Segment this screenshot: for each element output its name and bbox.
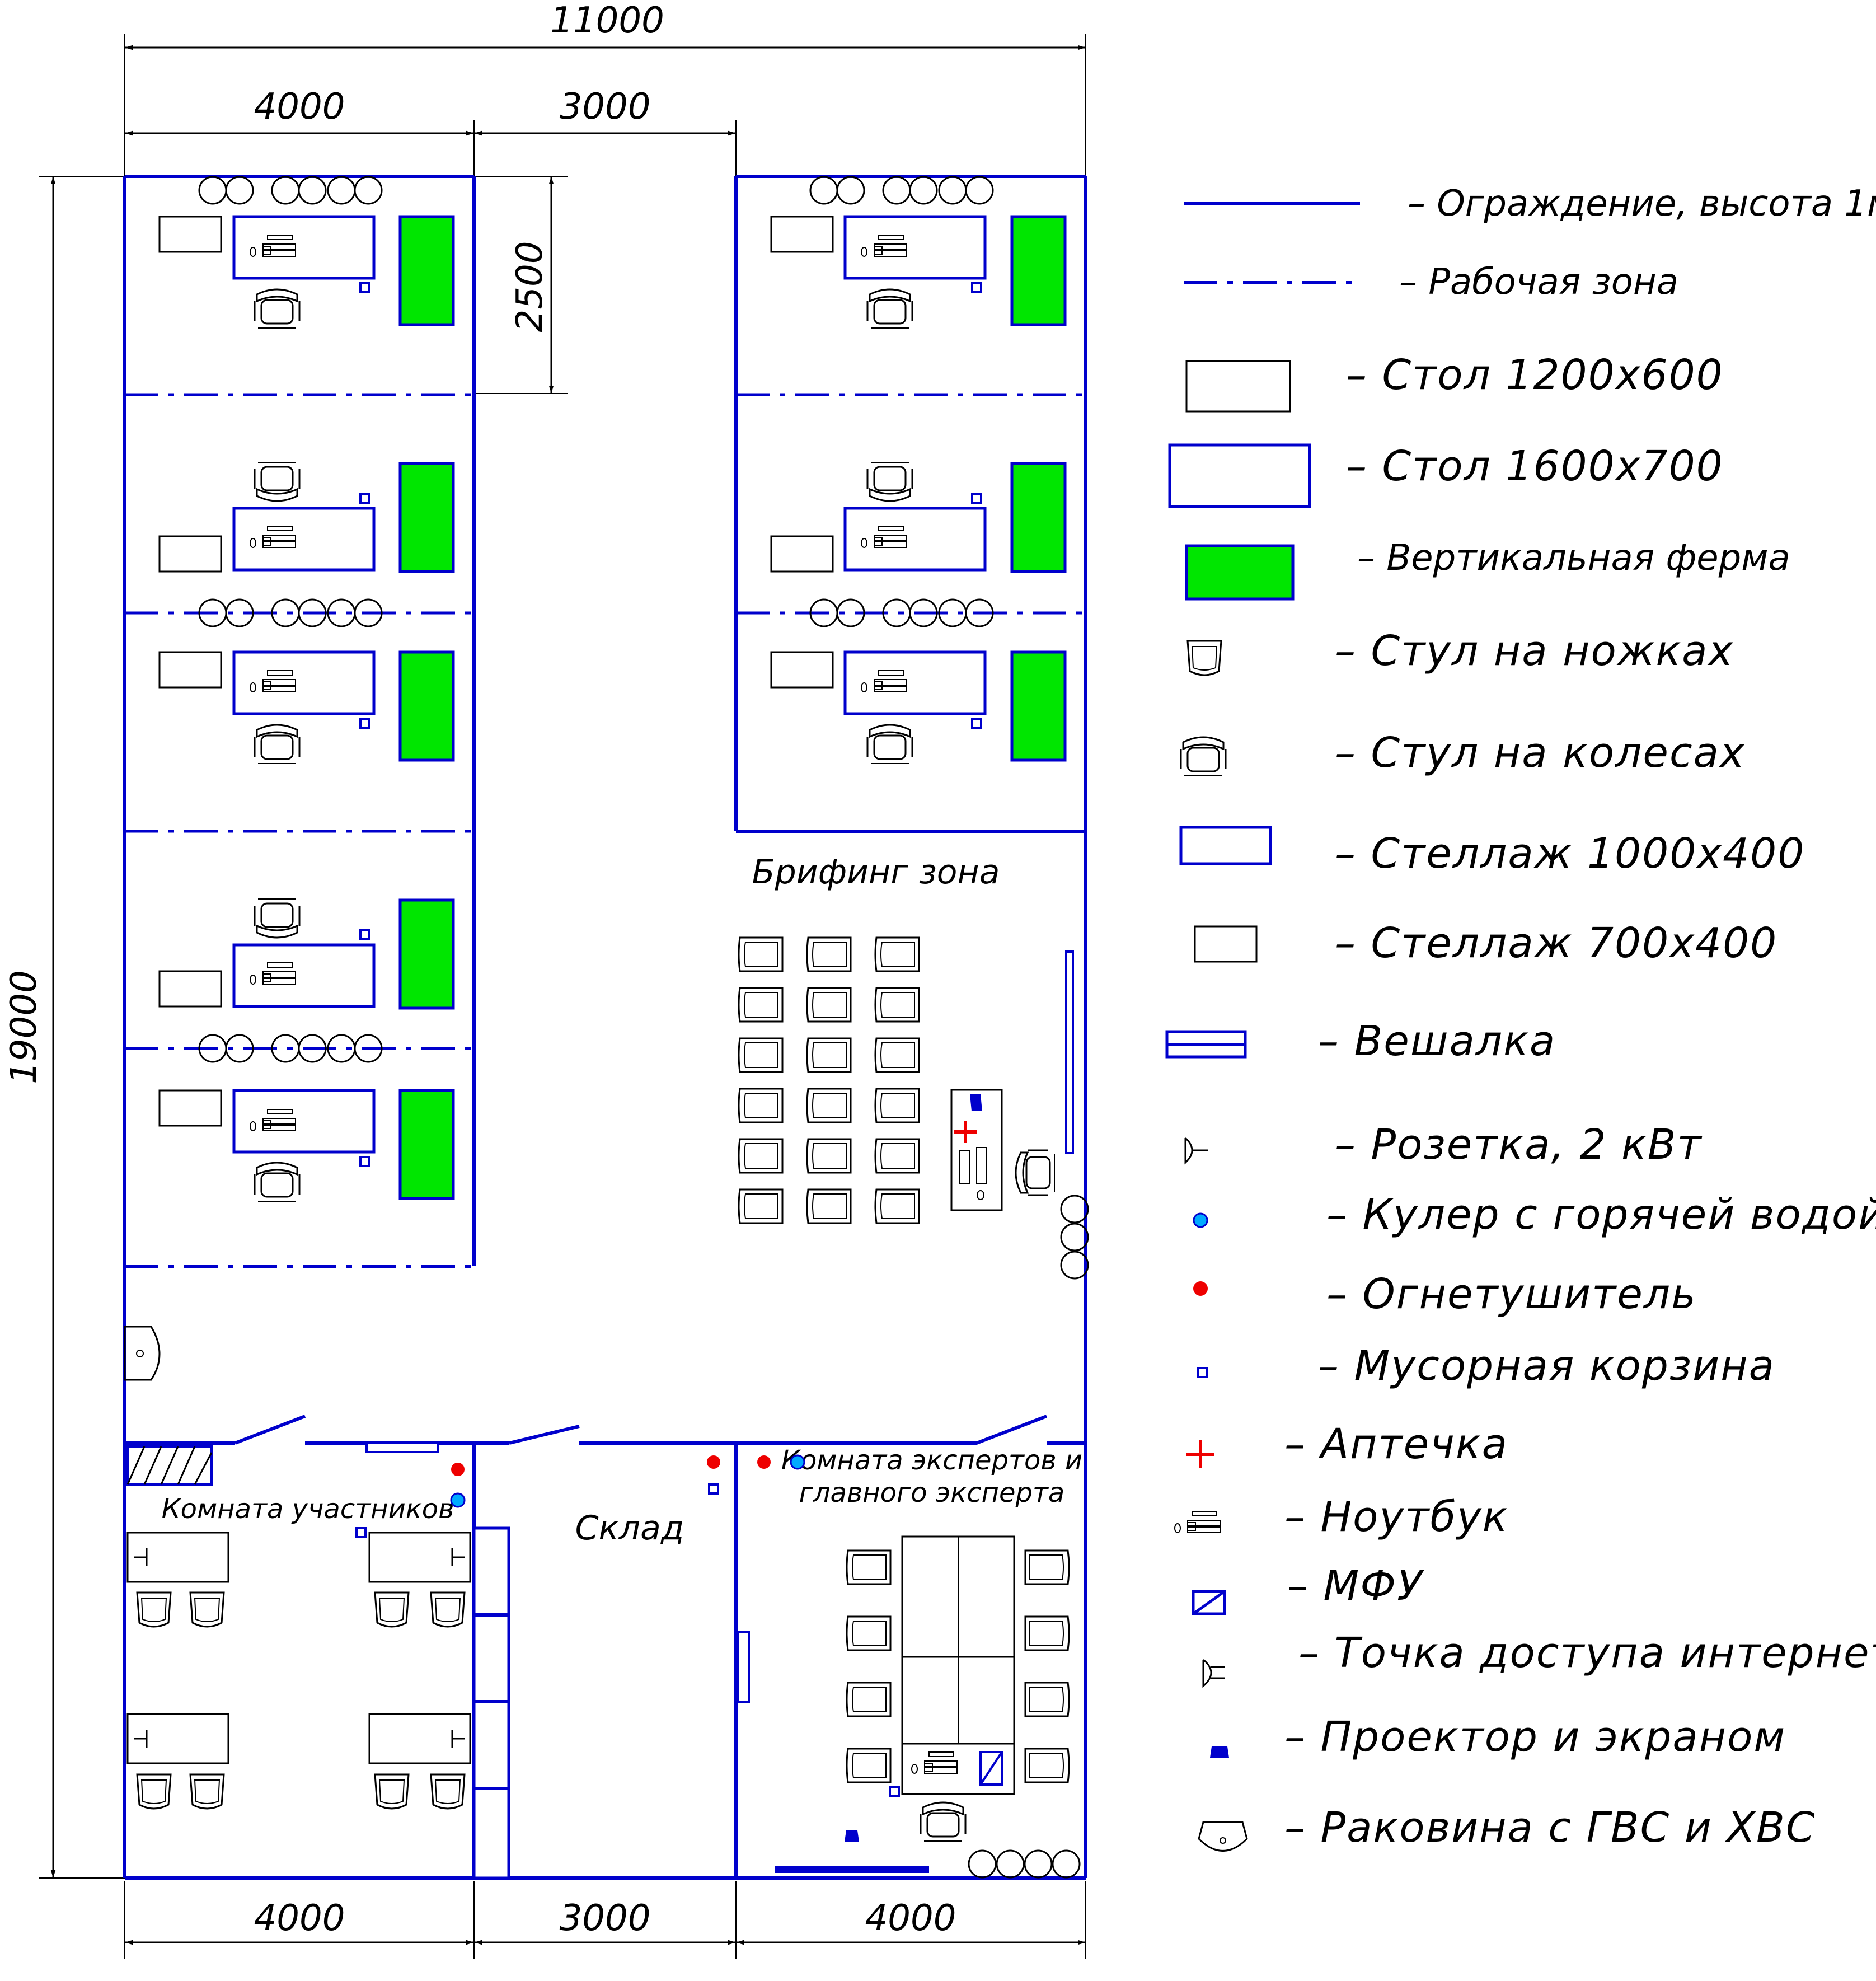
dim-total-height: 19000 (3, 970, 45, 1084)
briefing-chair (874, 1088, 920, 1123)
legend-label-farm: – Вертикальная ферма (1357, 537, 1790, 579)
expert-chair (846, 1682, 892, 1717)
briefing-chair (806, 1037, 852, 1073)
hanger-icon (1165, 1030, 1247, 1059)
table-1600-icon (1168, 443, 1311, 508)
room-label-storage: Склад (575, 1509, 684, 1548)
dim-bottom-left: 4000 (254, 1898, 345, 1939)
legend-label-projector: – Проектор и экраном (1284, 1713, 1786, 1761)
briefing-chair (738, 987, 784, 1023)
briefing-chair (738, 1188, 784, 1224)
expert-chair (1024, 1682, 1070, 1717)
socket-icon (1184, 1137, 1208, 1165)
right-workstations (770, 176, 1067, 765)
briefing-equipment (950, 950, 1089, 1280)
expert-chair (1024, 1549, 1070, 1585)
left-workstations (158, 176, 455, 1202)
briefing-chair (738, 936, 784, 972)
briefing-chair (806, 987, 852, 1023)
briefing-chair (874, 936, 920, 972)
dim-corridor: 3000 (560, 86, 651, 128)
participants-room (126, 1442, 510, 1880)
briefing-chairs (738, 936, 920, 1224)
sink (124, 1326, 161, 1381)
dim-bottom-right: 4000 (865, 1898, 956, 1939)
legend-label-rack-1000: – Стеллаж 1000х400 (1335, 830, 1805, 878)
briefing-chair (806, 936, 852, 972)
storage-items (707, 1455, 750, 1703)
legend-label-chair-wheels: – Стул на колесах (1335, 729, 1746, 777)
chair-legs-icon (1186, 640, 1222, 676)
expert-chair (1024, 1748, 1070, 1783)
legend: – Ограждение, высота 1м – Рабочая зона –… (1165, 183, 1876, 1852)
legend-label-first-aid: – Аптечка (1284, 1420, 1508, 1468)
vertical-farm-icon (1185, 544, 1295, 601)
briefing-chair (738, 1138, 784, 1174)
dim-total-width: 11000 (550, 0, 664, 41)
room-label-briefing: Брифинг зона (752, 853, 1000, 892)
briefing-chair (874, 1188, 920, 1224)
legend-label-socket: – Розетка, 2 кВт (1335, 1121, 1703, 1169)
rack-1000-icon (1179, 826, 1272, 865)
legend-label-sink: – Раковина с ГВС и ХВС (1284, 1804, 1816, 1852)
expert-chair (846, 1615, 892, 1651)
briefing-chair (806, 1088, 852, 1123)
briefing-chair (806, 1138, 852, 1174)
briefing-chair (738, 1088, 784, 1123)
legend-label-cooler: – Кулер с горячей водой (1326, 1191, 1876, 1239)
trash-bin-icon (1197, 1367, 1208, 1378)
sink-icon (1198, 1821, 1248, 1852)
legend-label-internet: – Точка доступа интернет (1298, 1629, 1876, 1677)
experts-room (757, 1454, 1081, 1879)
rack-700-icon (1194, 925, 1258, 963)
briefing-chair (874, 987, 920, 1023)
legend-label-trash: – Мусорная корзина (1318, 1342, 1775, 1390)
dim-bottom-mid: 3000 (560, 1898, 651, 1939)
expert-chair (846, 1549, 892, 1585)
briefing-chair (874, 1037, 920, 1073)
legend-label-rack-700: – Стеллаж 700х400 (1335, 919, 1777, 967)
legend-label-laptop: – Ноутбук (1284, 1493, 1508, 1541)
room-label-experts-2: главного эксперта (799, 1477, 1065, 1509)
legend-label-chair-legs: – Стул на ножках (1335, 627, 1734, 675)
briefing-chair (806, 1188, 852, 1224)
first-aid-icon (1186, 1440, 1214, 1468)
laptop-icon (1174, 1511, 1221, 1533)
mfp-icon (1192, 1590, 1226, 1615)
dim-left-block: 4000 (254, 86, 345, 128)
room-label-experts-1: Комната экспертов и (781, 1445, 1082, 1476)
extinguisher-icon (1193, 1281, 1208, 1296)
legend-label-mfp: – МФУ (1287, 1562, 1425, 1610)
expert-chair (846, 1748, 892, 1783)
internet-point-icon (1202, 1659, 1225, 1688)
projector-icon (1210, 1746, 1229, 1758)
room-label-participants: Комната участников (162, 1493, 454, 1525)
legend-label-fence: – Ограждение, высота 1м (1408, 183, 1876, 224)
legend-label-table-1200: – Стол 1200х600 (1346, 351, 1724, 399)
briefing-chair (874, 1138, 920, 1174)
walls (123, 175, 1087, 1880)
chair-wheels-icon (1180, 736, 1227, 777)
legend-label-extinguisher: – Огнетушитель (1326, 1270, 1697, 1318)
dimensions: 11000 4000 3000 2500 19000 4000 3000 400… (3, 0, 1086, 1959)
expert-chair (1024, 1615, 1070, 1651)
legend-label-table-1600: – Стол 1600х700 (1346, 442, 1724, 490)
briefing-chair (738, 1037, 784, 1073)
dim-zone-depth: 2500 (509, 241, 551, 332)
legend-label-work-zone: – Рабочая зона (1399, 261, 1678, 303)
legend-label-hanger: – Вешалка (1318, 1017, 1556, 1065)
table-1200-icon (1185, 360, 1291, 413)
cooler-icon (1193, 1212, 1208, 1228)
